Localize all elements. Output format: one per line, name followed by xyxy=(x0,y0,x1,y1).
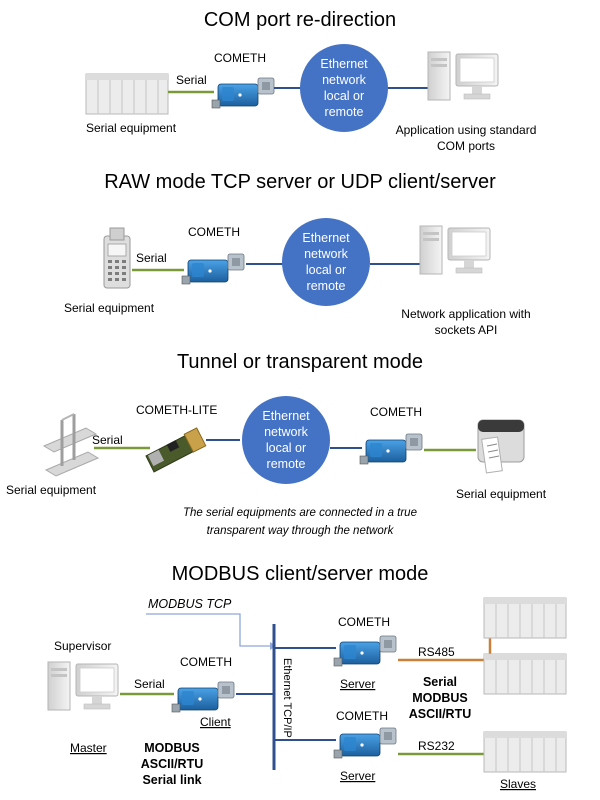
printer-icon xyxy=(477,419,525,474)
supervisor-pc-icon xyxy=(47,661,119,711)
server2-cometh-label: COMETH xyxy=(336,709,388,723)
serial-modbus-line-3: ASCII/RTU xyxy=(409,707,472,721)
serial-modbus-line-2: MODBUS xyxy=(412,691,468,705)
right-caption-2-line-2: sockets API xyxy=(435,323,498,337)
client-modbus-line-1: MODBUS xyxy=(144,741,200,755)
client-cometh-icon xyxy=(171,681,235,713)
client-modbus-line-3: Serial link xyxy=(142,773,201,787)
cloud3-line-3: local or xyxy=(266,441,306,455)
master-label: Master xyxy=(70,741,107,755)
serial-link-label: Serial xyxy=(176,73,207,87)
right-caption-2-line-1: Network application with xyxy=(401,307,530,321)
cloud3-line-4: remote xyxy=(267,457,306,471)
right-caption-line-2: COM ports xyxy=(437,139,495,153)
right-caption-3: Serial equipment xyxy=(456,487,547,501)
cloud2-line-2: network xyxy=(304,247,349,261)
serial-modbus-line-1: Serial xyxy=(423,675,457,689)
server2-cometh-icon xyxy=(333,727,397,759)
supervisor-label: Supervisor xyxy=(54,639,111,653)
barrier-equipment-icon xyxy=(42,413,100,477)
cloud2-line-1: Ethernet xyxy=(302,231,350,245)
cometh-lite-board-icon xyxy=(145,427,207,473)
cloud3-line-2: network xyxy=(264,425,309,439)
section2-title: RAW mode TCP server or UDP client/server xyxy=(104,171,496,193)
note-line-2: transparent way through the network xyxy=(207,525,395,537)
slave-equipment-icon-2 xyxy=(483,653,567,695)
cometh-device-label: COMETH xyxy=(214,51,266,65)
slave-equipment-icon-3 xyxy=(483,731,567,773)
cometh-lite-label: COMETH-LITE xyxy=(136,403,217,417)
serial-link-label-3: Serial xyxy=(92,433,123,447)
section3-title: Tunnel or transparent mode xyxy=(177,351,423,373)
left-caption: Serial equipment xyxy=(86,121,177,135)
cometh-device-icon-2 xyxy=(181,253,245,285)
modbus-tcp-pointer xyxy=(146,613,270,647)
modbus-tcp-label: MODBUS TCP xyxy=(148,597,232,611)
cometh-device-label-2: COMETH xyxy=(188,225,240,239)
client-serial-label: Serial xyxy=(134,677,165,691)
serial-equipment-icon xyxy=(85,73,169,115)
cloud2-line-4: remote xyxy=(307,279,346,293)
pc-icon-2 xyxy=(419,225,491,275)
rs232-label: RS232 xyxy=(418,739,455,753)
server2-role-label: Server xyxy=(340,769,375,783)
right-caption-line-1: Application using standard xyxy=(396,123,537,137)
ethernet-cloud-2 xyxy=(282,218,370,306)
client-cometh-label: COMETH xyxy=(180,655,232,669)
slave-equipment-icon-1 xyxy=(483,597,567,639)
handheld-terminal-icon xyxy=(103,227,131,289)
cometh-device-icon xyxy=(211,77,275,109)
cloud2-line-3: local or xyxy=(306,263,346,277)
cloud3-line-1: Ethernet xyxy=(262,409,310,423)
server1-role-label: Server xyxy=(340,677,375,691)
section1-title: COM port re-direction xyxy=(204,9,396,31)
cloud-line-4: remote xyxy=(325,105,364,119)
client-modbus-line-2: ASCII/RTU xyxy=(141,757,204,771)
slaves-label: Slaves xyxy=(500,777,536,791)
client-role-label: Client xyxy=(200,715,231,729)
ethernet-cloud-3 xyxy=(242,396,330,484)
pc-icon xyxy=(427,51,499,101)
left-caption-2: Serial equipment xyxy=(64,301,155,315)
note-line-1: The serial equipments are connected in a… xyxy=(183,507,417,519)
serial-link-label-2: Serial xyxy=(136,251,167,265)
ethernet-bus-label: Ethernet TCP/IP xyxy=(281,658,293,738)
server1-cometh-label: COMETH xyxy=(338,615,390,629)
cloud-line-1: Ethernet xyxy=(320,57,368,71)
cloud-line-3: local or xyxy=(324,89,364,103)
cometh-device-label-3: COMETH xyxy=(370,405,422,419)
cometh-device-icon-3 xyxy=(359,433,423,465)
section4-title: MODBUS client/server mode xyxy=(172,563,429,585)
left-caption-3: Serial equipment xyxy=(6,483,97,497)
rs485-label: RS485 xyxy=(418,645,455,659)
cloud-line-2: network xyxy=(322,73,367,87)
server1-cometh-icon xyxy=(333,635,397,667)
ethernet-cloud xyxy=(300,44,388,132)
